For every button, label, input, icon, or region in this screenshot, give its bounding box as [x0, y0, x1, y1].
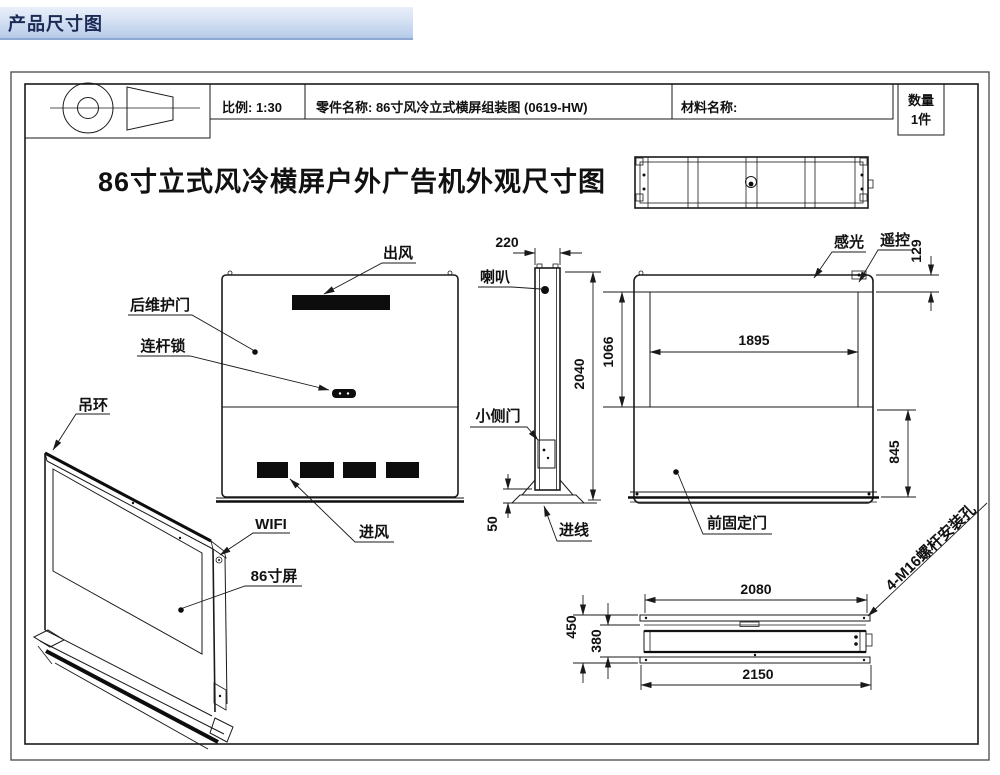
material-name: 材料名称:: [681, 100, 737, 115]
drawing-title: 86寸立式风冷横屏户外广告机外观尺寸图: [98, 166, 606, 197]
dim-screen-width: 1895: [738, 332, 769, 348]
label-small-side-door: 小侧门: [475, 407, 520, 425]
label-rod-lock: 连杆锁: [140, 337, 185, 355]
dim-base-inner-width: 2080: [740, 581, 771, 597]
dim-base-body-height: 380: [588, 629, 604, 653]
air-outlet-vent: [292, 295, 390, 310]
top-view: [634, 156, 874, 209]
projection-symbol-icon: [50, 82, 200, 134]
side-view: 220 2040 50 喇叭 小侧门 进线: [470, 234, 601, 542]
back-view: 出风 后维护门 连杆锁 进风: [128, 244, 464, 543]
dim-base-total-height: 450: [563, 615, 579, 639]
label-mounting-holes: 4-M16螺杆安装孔: [882, 500, 980, 594]
iso-view: 吊环 WIFI 86寸屏: [32, 397, 302, 750]
front-view: 1066 1895 129 845 感光 遥控 前固定门: [600, 231, 939, 535]
wifi-antenna-icon: [215, 556, 223, 564]
label-air-inlet: 进风: [359, 524, 389, 541]
air-inlet-vent: [257, 462, 288, 478]
label-speaker: 喇叭: [480, 268, 510, 286]
dim-lower-height: 845: [886, 440, 902, 464]
air-inlet-vent: [343, 462, 376, 478]
quantity-label: 数量: [908, 93, 934, 108]
speaker-dot: [541, 286, 549, 294]
dim-screen-height: 1066: [600, 336, 616, 367]
label-light-sensor: 感光: [834, 233, 864, 251]
dim-base-height: 50: [484, 516, 500, 532]
label-remote-control: 遥控: [880, 231, 910, 249]
page-title: 产品尺寸图: [8, 13, 103, 34]
small-side-door: [537, 439, 556, 469]
title-block: 比例: 1:30 零件名称: 86寸风冷立式横屏组装图 (0619-HW) 材料…: [24, 82, 945, 139]
air-inlet-vent: [386, 462, 419, 478]
scale-label: 比例: 1:30: [222, 100, 282, 115]
dim-top-offset: 129: [908, 239, 924, 263]
part-name: 零件名称: 86寸风冷立式横屏组装图 (0619-HW): [315, 100, 588, 115]
dim-side-depth: 220: [495, 234, 519, 250]
dim-total-height: 2040: [571, 358, 587, 389]
label-screen-86: 86寸屏: [251, 567, 298, 585]
base-view: 2080 2150 450 380 4-M16螺杆安装孔: [563, 500, 988, 690]
quantity-value: 1件: [911, 112, 931, 127]
air-inlet-vent: [300, 462, 334, 478]
dim-base-outer-width: 2150: [742, 666, 773, 682]
label-wifi: WIFI: [255, 516, 287, 533]
label-front-fixed-door: 前固定门: [707, 514, 767, 532]
label-wire-inlet: 进线: [559, 521, 589, 539]
label-lifting-ring: 吊环: [78, 397, 108, 414]
label-air-outlet: 出风: [383, 244, 413, 262]
top-lock-icon: [745, 176, 757, 188]
rod-lock-handle-icon: [332, 389, 356, 398]
page-header-banner: 产品尺寸图: [0, 7, 413, 40]
label-rear-maintenance-door: 后维护门: [130, 296, 190, 314]
